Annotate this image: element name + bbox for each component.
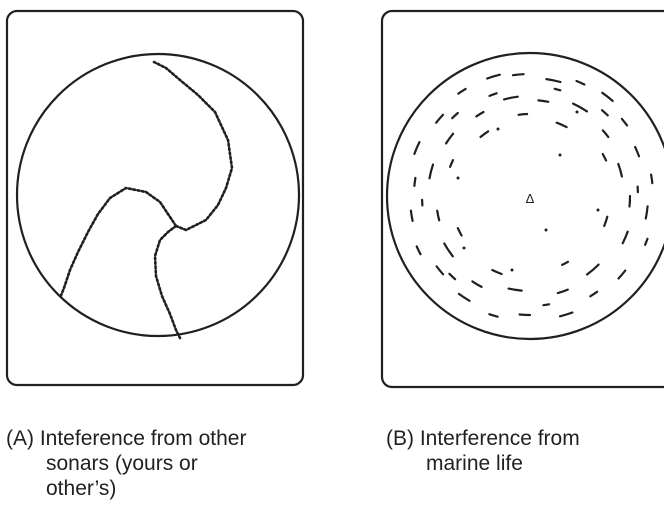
caption-a: (A) Inteference from other sonars (yours… <box>6 426 246 501</box>
panel-b-echo-dash <box>630 196 631 207</box>
panel-b-echo-dash <box>414 142 419 154</box>
figure-panels: Δ <box>0 0 664 420</box>
panel-b-center-marker: Δ <box>526 191 535 206</box>
panel-b-echo-dash <box>446 134 453 144</box>
panel-b-echo-dot <box>497 128 500 131</box>
panel-a-trace-1 <box>154 62 232 230</box>
panel-a-display <box>7 11 303 385</box>
panel-b-echo-dot <box>511 269 514 272</box>
panel-b-echo-dash <box>603 130 609 137</box>
panel-b-echo-dash <box>489 314 497 317</box>
panel-b-display: Δ <box>382 11 664 387</box>
panel-b-echo-dot <box>597 209 600 212</box>
panel-b-echo-dot <box>576 111 579 114</box>
panel-b-echo-dash <box>430 165 434 179</box>
panel-b-echo-dash <box>417 246 421 254</box>
panel-b-echo-dash <box>602 93 612 101</box>
panel-b-echo-dash <box>519 114 528 115</box>
panel-b-echo-dash <box>458 89 465 94</box>
panel-b-echo-dash <box>619 271 626 279</box>
panel-b-echo-dash <box>449 274 455 279</box>
panel-b-echo-dash <box>504 97 518 100</box>
panel-b-echo-dot <box>559 154 562 157</box>
panel-b-echo-dash <box>651 175 652 184</box>
panel-b-echo-dash <box>437 211 439 221</box>
panel-b-echo-dash <box>444 244 453 257</box>
panel-b-echo-dash <box>414 178 415 186</box>
caption-b-line-1: (B) Interference from <box>386 426 580 451</box>
panel-b-echo-dash <box>604 217 607 226</box>
panel-b-echo-dash <box>459 294 470 301</box>
panel-b-echo-dash <box>437 266 444 274</box>
panel-b-echo-dash <box>590 292 597 297</box>
panel-b-echo-dash <box>602 110 608 115</box>
panel-b-echo-dash <box>555 89 561 91</box>
panel-b-echo-dot <box>457 177 460 180</box>
panel-b-echo-dash <box>492 270 501 274</box>
panel-b-echo-dash <box>472 281 481 287</box>
panel-a-trace-3 <box>155 226 180 338</box>
panel-b-echo-dash <box>452 113 458 118</box>
panel-b-echo-dash <box>476 112 483 116</box>
panel-b-echo-dot <box>463 247 466 250</box>
panel-b-echo-dash <box>645 239 647 245</box>
panel-b-echo-dash <box>603 154 606 161</box>
panel-b-echo-dash <box>577 81 585 85</box>
panel-b-echo-dash <box>622 119 627 126</box>
panel-a-scope-circle <box>17 54 299 336</box>
panel-b-echo-dash <box>587 265 599 275</box>
panel-b-echo-dash <box>635 147 639 156</box>
caption-b-line-2: marine life <box>386 451 580 476</box>
panel-b-echo-dash <box>562 262 568 265</box>
panel-b-echo-dash <box>509 289 522 291</box>
panel-b-echo-dash <box>557 123 567 127</box>
panel-b-echo-dash <box>487 75 500 79</box>
panel-b-echo-dash <box>543 304 549 305</box>
panel-b-echo-dash <box>513 74 524 75</box>
panel-b-echo-dash <box>618 164 622 177</box>
panel-b-echo-dash <box>538 100 548 101</box>
panel-b-echo-dash <box>558 290 568 294</box>
panel-b-echo-dash <box>546 79 560 82</box>
panel-b-echo-dash <box>458 228 462 235</box>
panel-b-echo-dot <box>545 229 548 232</box>
panel-b-echo-dash <box>646 206 648 218</box>
caption-b: (B) Interference from marine life <box>386 426 580 476</box>
caption-a-line-3: other’s) <box>6 476 246 501</box>
panel-b-echo-dash <box>490 93 497 96</box>
panel-b-echo-dash <box>450 160 453 167</box>
panel-b-echo-dash <box>481 131 489 137</box>
panel-b-echo-dash <box>560 313 572 317</box>
panel-a-interference-traces <box>60 62 232 338</box>
caption-a-line-1: (A) Inteference from other <box>6 426 246 451</box>
panel-b-echo-dash <box>411 211 413 221</box>
panel-b-echo-dash <box>573 104 587 112</box>
panel-b-echo-dash <box>623 232 628 244</box>
caption-a-line-2: sonars (yours or <box>6 451 246 476</box>
panel-b-echo-dash <box>436 115 443 123</box>
panel-b-echo-dash <box>520 315 530 316</box>
panel-b-frame <box>382 11 664 387</box>
